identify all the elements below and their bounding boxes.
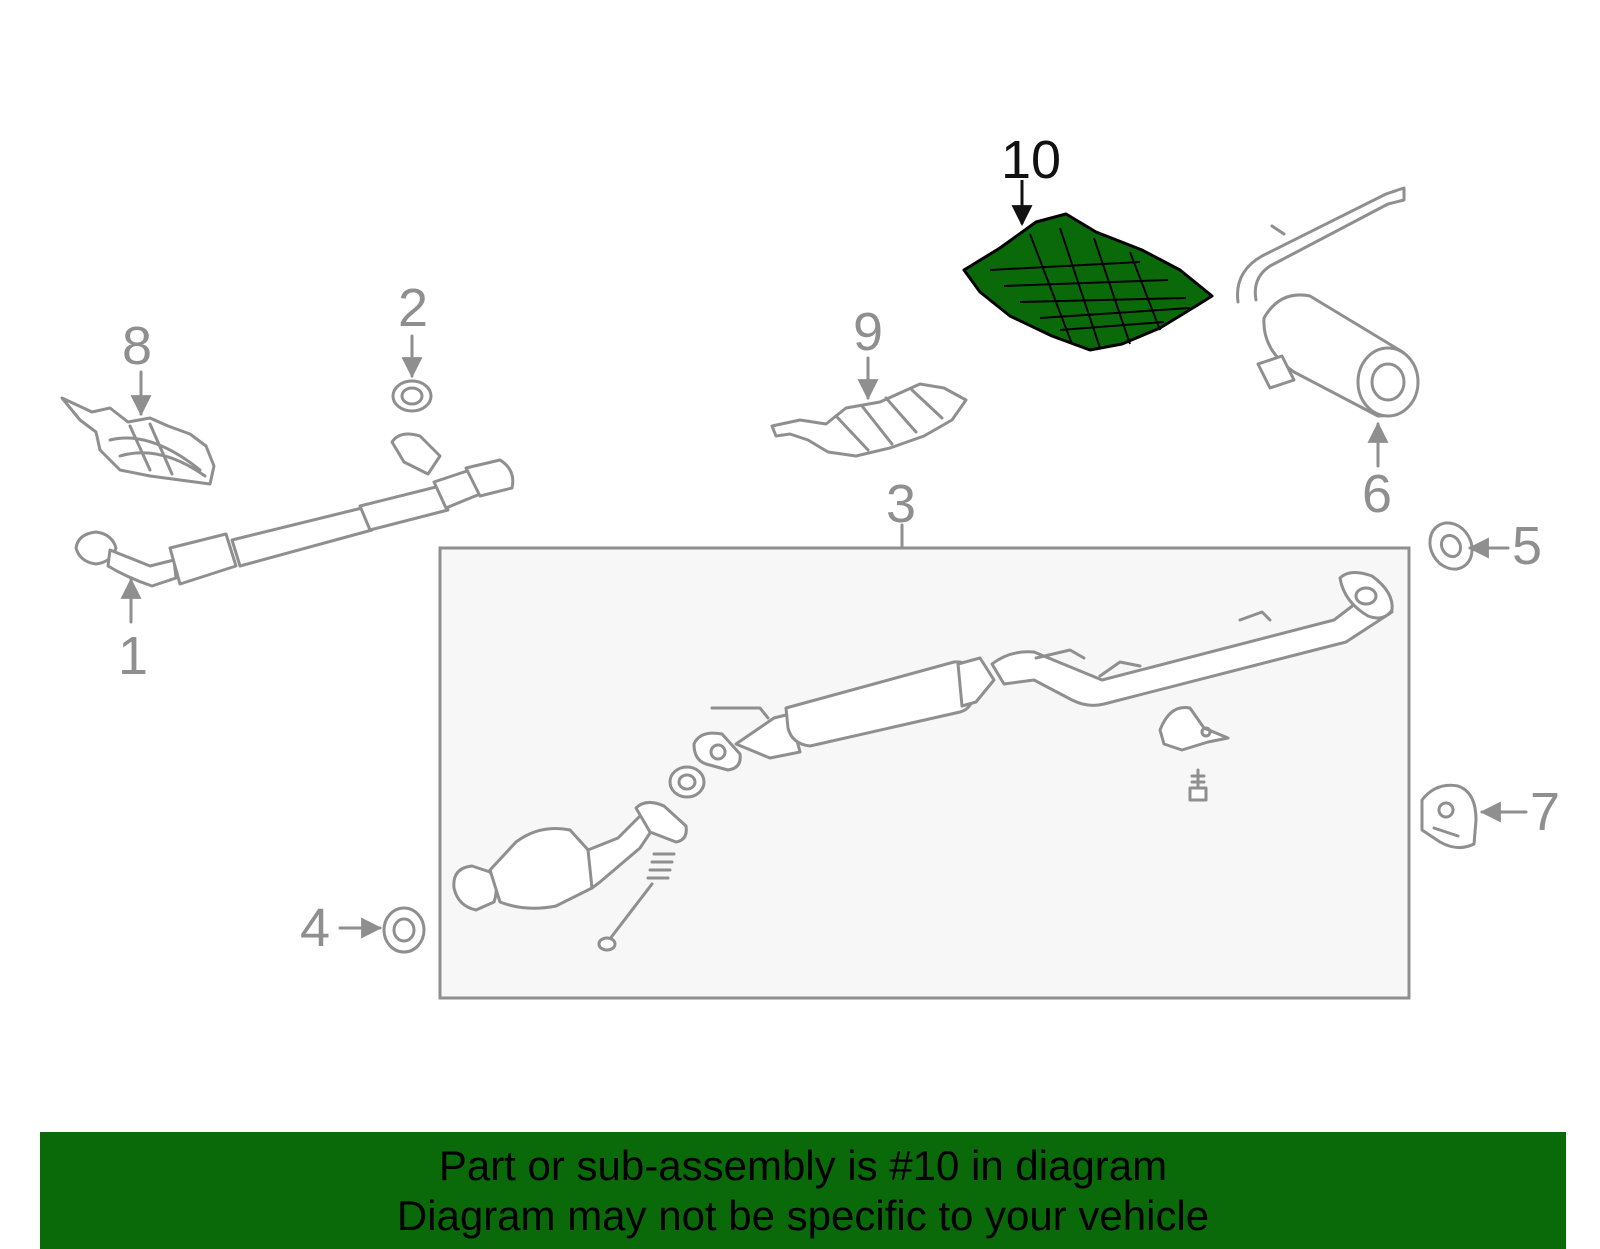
callout-2[interactable]: 2	[398, 278, 428, 338]
notice-banner: Part or sub-assembly is #10 in diagram D…	[40, 1132, 1566, 1249]
part-9-heat-insulator[interactable]	[770, 382, 968, 458]
part-7-hanger[interactable]	[1420, 783, 1478, 849]
part-5-gasket[interactable]	[1422, 515, 1481, 577]
part-3-center-pipe-assembly[interactable]	[452, 571, 1394, 952]
callout-7[interactable]: 7	[1530, 782, 1560, 842]
callout-4[interactable]: 4	[300, 898, 330, 958]
part-6-tailpipe[interactable]	[1236, 186, 1420, 418]
notice-line-1: Part or sub-assembly is #10 in diagram	[438, 1141, 1168, 1189]
part-10-heat-insulator-highlighted[interactable]	[962, 212, 1214, 352]
part-8-heat-insulator[interactable]	[60, 396, 216, 486]
callout-5[interactable]: 5	[1512, 516, 1542, 576]
callout-8[interactable]: 8	[122, 316, 152, 376]
part-1-front-pipe[interactable]	[74, 432, 515, 588]
callout-1[interactable]: 1	[118, 626, 148, 686]
assembly-box-3	[438, 546, 1411, 1000]
notice-line-2: Diagram may not be specific to your vehi…	[396, 1191, 1210, 1239]
callout-6[interactable]: 6	[1362, 464, 1392, 524]
callout-10[interactable]: 10	[1001, 130, 1061, 190]
part-2-gasket[interactable]	[391, 379, 433, 413]
callout-9[interactable]: 9	[853, 302, 883, 362]
callout-3[interactable]: 3	[886, 474, 916, 534]
part-4-gasket[interactable]	[382, 906, 426, 954]
